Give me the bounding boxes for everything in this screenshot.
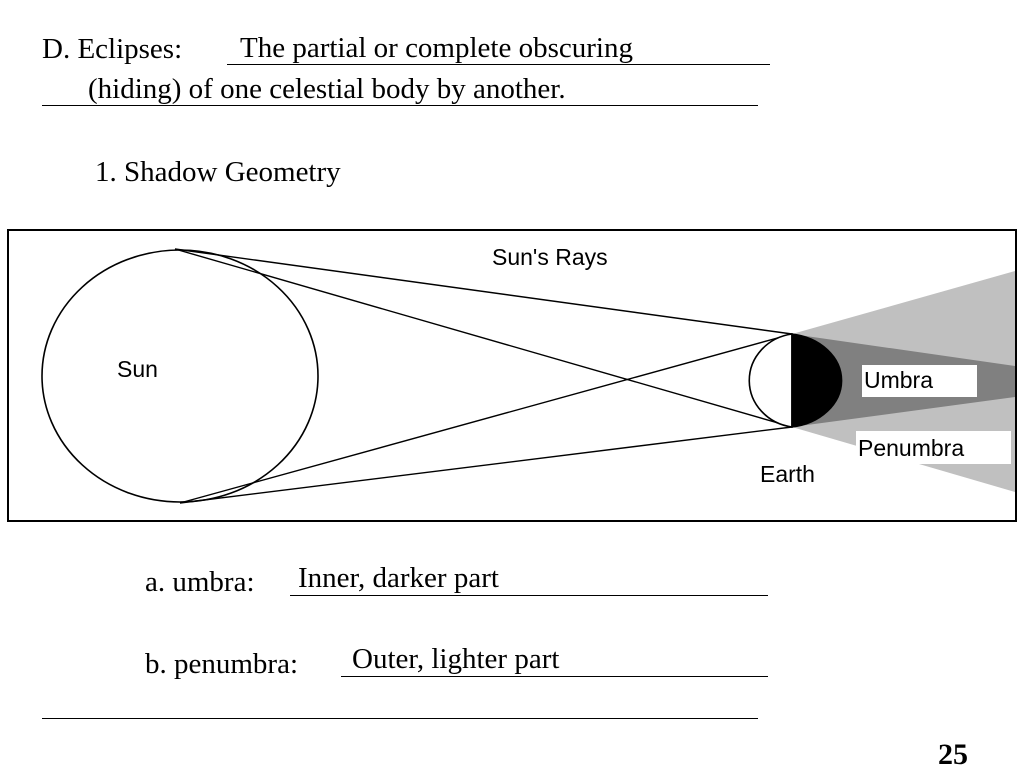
umbra-label-box	[862, 365, 977, 397]
ray-cross-bottom	[179, 333, 793, 504]
penumbra-label-box	[856, 431, 1011, 464]
shadow-geometry-heading: 1. Shadow Geometry	[95, 156, 341, 188]
definition-blank-2	[42, 105, 758, 106]
umbra-item-label: a. umbra:	[145, 566, 255, 598]
ray-outer-top	[174, 248, 793, 335]
definition-line-1: The partial or complete obscuring	[240, 32, 633, 64]
earth-day-side	[748, 333, 793, 428]
ray-outer-bottom	[179, 426, 793, 504]
umbra-label: Umbra	[864, 367, 933, 393]
definition-line-2: (hiding) of one celestial body by anothe…	[88, 73, 566, 105]
penumbra-answer: Outer, lighter part	[352, 643, 560, 675]
umbra-answer: Inner, darker part	[298, 562, 499, 594]
eclipses-label: D. Eclipses:	[42, 33, 183, 65]
page-number: 25	[938, 738, 968, 771]
penumbra-answer-blank	[341, 676, 768, 677]
eclipse-shadow-diagram: Sun Sun's Rays Umbra Penumbra Earth	[7, 229, 1017, 522]
ray-cross-top	[174, 248, 793, 428]
earth-night-side	[791, 333, 843, 428]
penumbra-item-label: b. penumbra:	[145, 648, 299, 680]
penumbra-label: Penumbra	[858, 435, 964, 461]
earth-label: Earth	[760, 461, 815, 487]
extra-blank-line	[42, 718, 758, 719]
umbra-answer-blank	[290, 595, 768, 596]
sun-label: Sun	[117, 356, 158, 382]
suns-rays-label: Sun's Rays	[492, 244, 608, 270]
definition-blank-1	[227, 64, 770, 65]
